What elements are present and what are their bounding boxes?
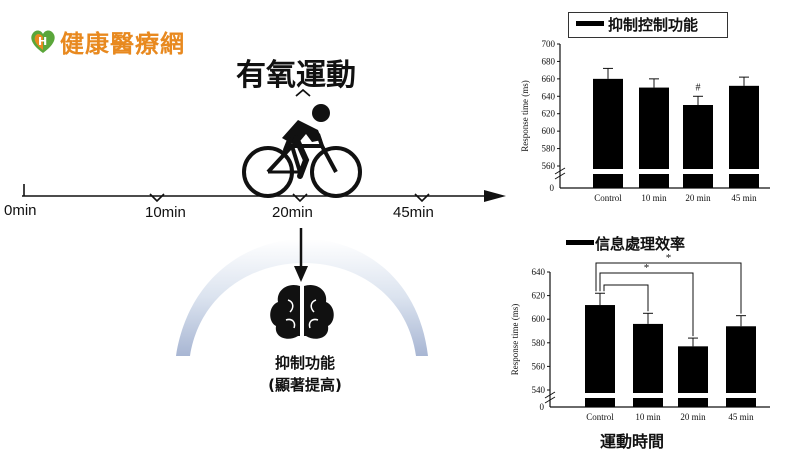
chart1-category-label: 45 min xyxy=(731,193,757,203)
timeline-label-45: 45min xyxy=(393,204,434,221)
chart2-bar-break xyxy=(677,393,709,398)
brain-label-line2: (顯著提高) xyxy=(268,376,342,394)
caret-icon xyxy=(295,88,311,97)
tick-10min xyxy=(149,193,165,203)
chart1-bar-break xyxy=(638,169,670,174)
chart1-bar xyxy=(683,105,713,188)
chart1-ytick-label: 620 xyxy=(542,109,556,119)
chart1-ytick-label: 680 xyxy=(542,56,556,66)
chart2-legend-label: 信息處理效率 xyxy=(595,235,686,253)
tick-45min xyxy=(414,193,430,203)
chart1-legend-swatch xyxy=(576,21,604,26)
chart1-ytick-label: 700 xyxy=(542,39,556,49)
chart2-significance-mark: * xyxy=(666,252,672,264)
chart1-category-label: 20 min xyxy=(685,193,711,203)
chart2-significance-bracket xyxy=(603,284,649,312)
chart2-category-label: 20 min xyxy=(680,412,706,422)
chart2-ytick-label: 540 xyxy=(532,385,546,395)
chart2-tick-0: 0 xyxy=(540,402,545,412)
chart1-ytick-label: 560 xyxy=(542,161,556,171)
xaxis-title: 運動時間 xyxy=(600,432,665,451)
chart2-category-label: 45 min xyxy=(728,412,754,422)
svg-text:H: H xyxy=(38,35,47,48)
chart2-break-mark xyxy=(544,396,556,404)
cyclist-icon xyxy=(242,104,362,198)
chart1-ytick-label: 600 xyxy=(542,126,556,136)
brain-icon xyxy=(270,284,334,339)
chart2-bar-break xyxy=(725,393,757,398)
chart1-annotation: # xyxy=(696,82,701,93)
chart1-break-mark xyxy=(554,172,566,180)
brain-label-line1: 抑制功能 xyxy=(274,354,335,372)
chart2-ytick-label: 560 xyxy=(532,361,546,371)
logo-text: 健康醫療網 xyxy=(60,30,185,58)
chart1-bar-break xyxy=(682,169,714,174)
chart1-ytick-label: 580 xyxy=(542,144,556,154)
chart2-ytick-label: 580 xyxy=(532,338,546,348)
chart1-ytick-label: 640 xyxy=(542,91,556,101)
chart1-category-label: 10 min xyxy=(641,193,667,203)
heart-logo-icon: H xyxy=(31,30,55,53)
chart1-tick-0: 0 xyxy=(550,183,555,193)
main-title: 有氧運動 xyxy=(236,58,356,93)
chart2-ytick-label: 600 xyxy=(532,314,546,324)
tick-20min xyxy=(292,193,308,203)
chart2-ytick-label: 620 xyxy=(532,291,546,301)
timeline-label-10: 10min xyxy=(145,204,186,221)
chart2-break-mark xyxy=(544,391,556,399)
chart2-bar-break xyxy=(584,393,616,398)
chart2-ylabel: Response time (ms) xyxy=(510,304,520,376)
chart2-bar-break xyxy=(632,393,664,398)
chart2-category-label: Control xyxy=(586,412,614,422)
timeline-label-0: 0min xyxy=(4,202,37,219)
timeline-diagram xyxy=(22,88,506,356)
arc-shape xyxy=(176,239,428,356)
chart1-break-mark xyxy=(554,167,566,175)
chart2-category-label: 10 min xyxy=(635,412,661,422)
chart2-significance-bracket xyxy=(599,272,694,337)
timeline-arrowhead xyxy=(484,190,506,202)
chart1-bar-break xyxy=(728,169,760,174)
chart1-category-label: Control xyxy=(594,193,622,203)
chart1-legend-label: 抑制控制功能 xyxy=(608,16,699,34)
chart2-ytick-label: 640 xyxy=(532,267,546,277)
chart2-significance-mark: * xyxy=(644,262,650,274)
chart1-ylabel: Response time (ms) xyxy=(520,80,530,152)
timeline-label-20: 20min xyxy=(272,204,313,221)
chart1-ytick-label: 660 xyxy=(542,74,556,84)
chart1-bar-break xyxy=(592,169,624,174)
chart2-bar xyxy=(585,305,615,407)
chart2-legend-swatch xyxy=(566,240,594,245)
chart2-significance-bracket xyxy=(595,262,742,314)
